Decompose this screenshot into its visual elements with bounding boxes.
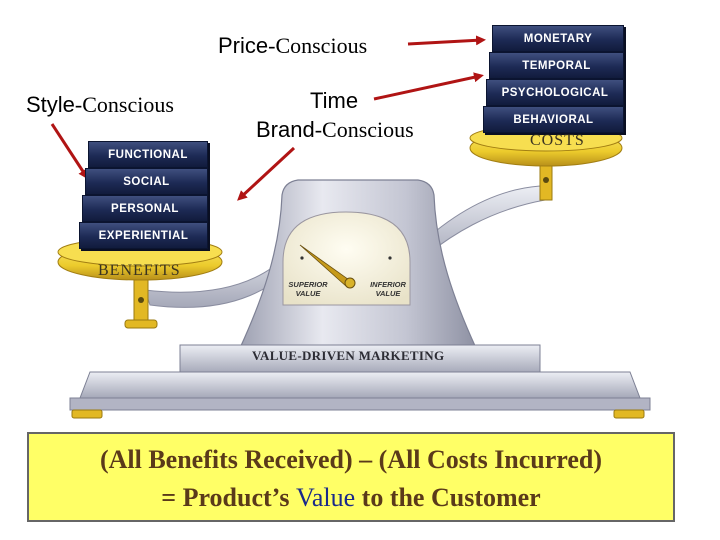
brand-arrow — [237, 146, 296, 201]
benefit-block-personal: PERSONAL — [82, 195, 208, 222]
style-label-suffix: -Conscious — [74, 92, 174, 117]
formula-line-2: = Product’s Value to the Customer — [29, 479, 673, 517]
price-arrow — [407, 35, 486, 46]
price-label-prefix: Price — [218, 33, 269, 58]
style-arrow — [50, 123, 89, 180]
formula-line-2-pre: = Product’s — [161, 483, 296, 512]
brand-label-suffix: -Conscious — [314, 117, 414, 142]
scale-base-top — [179, 344, 541, 374]
cost-block-monetary: MONETARY — [492, 25, 624, 52]
style-conscious-label: Style-Conscious — [26, 93, 174, 117]
style-label-prefix: Style — [26, 92, 75, 117]
value-formula-box: (All Benefits Received) – (All Costs Inc… — [27, 432, 675, 522]
brand-conscious-label: Brand-Conscious — [256, 118, 414, 142]
brand-label-prefix: Brand — [256, 117, 315, 142]
time-label-text: Time — [310, 88, 359, 113]
price-conscious-label: Price-Conscious — [218, 34, 367, 58]
benefit-block-social: SOCIAL — [85, 168, 208, 195]
dial-inferior-value-label: INFERIOR VALUE — [370, 280, 406, 298]
scale-base-label: VALUE-DRIVEN MARKETING — [252, 348, 445, 363]
formula-line-1: (All Benefits Received) – (All Costs Inc… — [99, 445, 603, 474]
benefit-block-functional: FUNCTIONAL — [88, 141, 208, 168]
time-label: Time — [310, 89, 358, 113]
cost-block-behavioral: BEHAVIORAL — [483, 106, 624, 133]
costs-pan-label: COSTS — [530, 132, 585, 149]
dial-face — [282, 211, 411, 306]
benefits-pan-label: BENEFITS — [98, 262, 181, 279]
scale-base — [79, 371, 641, 399]
dial-superior-value-label: SUPERIOR VALUE — [288, 280, 328, 298]
time-arrow — [373, 72, 484, 101]
formula-line-2-post: to the Customer — [355, 483, 541, 512]
benefit-block-experiential: EXPERIENTIAL — [79, 222, 208, 249]
cost-block-temporal: TEMPORAL — [489, 52, 624, 79]
cost-block-psychological: PSYCHOLOGICAL — [486, 79, 624, 106]
formula-value-word: Value — [295, 483, 356, 512]
price-label-suffix: -Conscious — [268, 33, 368, 58]
